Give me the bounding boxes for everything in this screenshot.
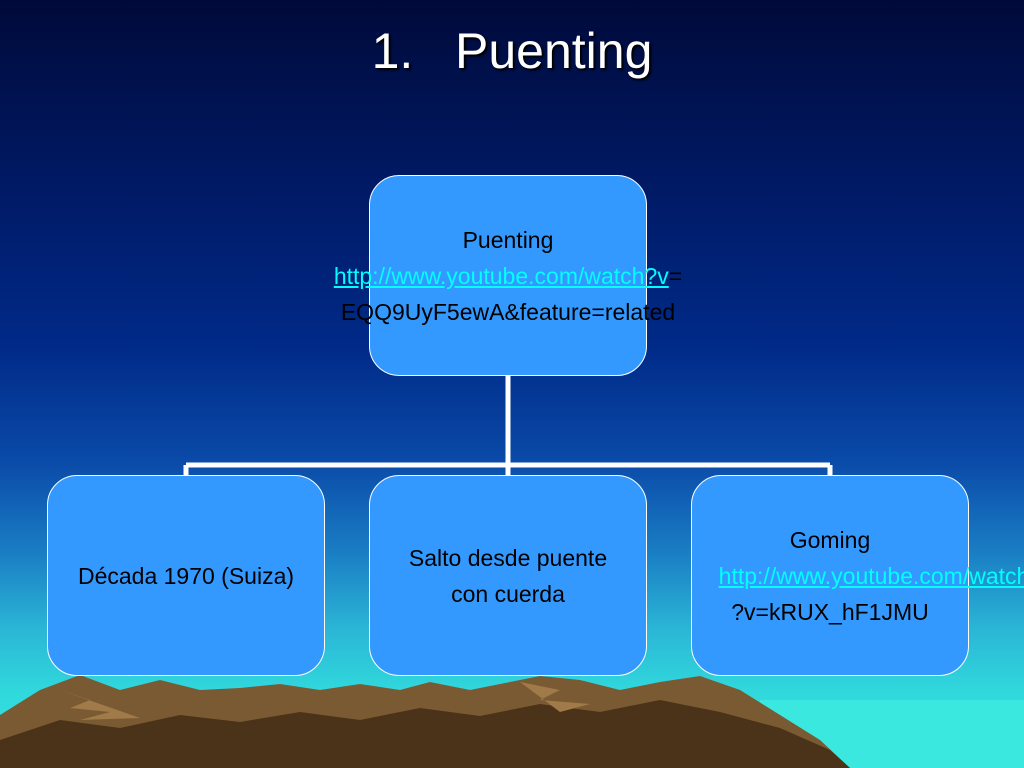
slide-title: 1. Puenting	[371, 23, 653, 79]
mountain-highlight	[60, 690, 140, 720]
node-url-rest: EQQ9UyF5ewA&feature=related	[340, 298, 676, 325]
node-goming: Goming http://www.youtube.com/watch ?v=k…	[691, 475, 1024, 676]
mountain-shadow	[0, 700, 850, 768]
node-label: Década 1970 (Suiza)	[77, 562, 295, 589]
node-decada-1970: Década 1970 (Suiza)	[47, 475, 325, 676]
node-url-rest: ?v=kRUX_hF1JMU	[731, 598, 929, 625]
mountain-highlight-2	[520, 682, 590, 712]
node-label: Puenting	[462, 226, 554, 253]
node-label: Salto desde puente	[408, 544, 608, 571]
node-link-line: http://www.youtube.com/watch	[719, 558, 1024, 594]
youtube-link[interactable]: http://www.youtube.com/watch	[718, 562, 1024, 589]
node-puenting: Puenting http://www.youtube.com/watch?v=…	[334, 175, 682, 376]
node-label-line2: con cuerda	[451, 580, 565, 607]
youtube-link[interactable]: http://www.youtube.com/watch?v	[333, 262, 669, 289]
node-link-line: http://www.youtube.com/watch?v=	[334, 258, 682, 294]
link-suffix: =	[668, 262, 683, 289]
node-salto-desde-puente: Salto desde puente con cuerda	[369, 475, 647, 676]
node-label: Goming	[789, 526, 871, 553]
